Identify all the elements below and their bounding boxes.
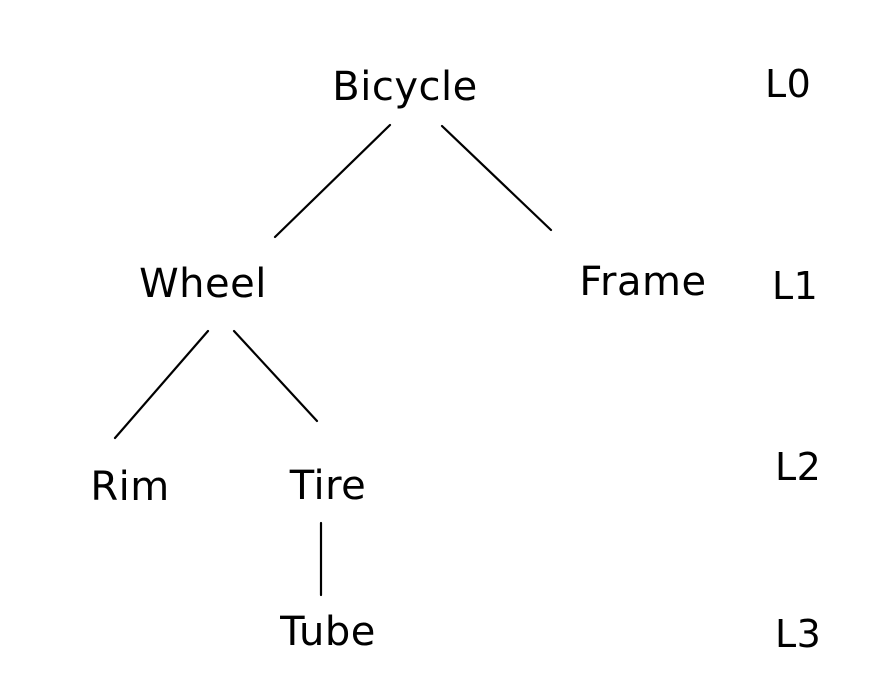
- level-label-l2: L2: [775, 448, 821, 516]
- edge-wheel-tire: [232, 329, 319, 423]
- edge-bicycle-wheel: [273, 123, 392, 239]
- node-rim-label: Rim: [90, 463, 170, 510]
- node-wheel[interactable]: Wheel: [139, 264, 267, 335]
- node-tire[interactable]: Tire: [290, 466, 367, 537]
- node-tube-label: Tube: [280, 608, 376, 655]
- node-frame-label: Frame: [579, 258, 707, 305]
- edge-bicycle-frame: [440, 124, 553, 232]
- level-label-l2-text: L2: [775, 445, 822, 490]
- level-label-l0: L0: [765, 65, 811, 133]
- level-label-l1: L1: [772, 267, 818, 335]
- node-wheel-label: Wheel: [139, 260, 267, 307]
- node-tire-label: Tire: [289, 462, 367, 509]
- node-rim[interactable]: Rim: [90, 467, 169, 538]
- level-label-l3-text: L3: [775, 612, 822, 657]
- edge-wheel-rim: [113, 329, 210, 440]
- level-label-l1-text: L1: [772, 264, 819, 309]
- level-label-l0-text: L0: [765, 62, 812, 107]
- node-tube[interactable]: Tube: [280, 612, 376, 683]
- node-frame[interactable]: Frame: [579, 262, 706, 333]
- node-bicycle-label: Bicycle: [332, 63, 478, 110]
- node-bicycle[interactable]: Bicycle: [332, 67, 477, 138]
- level-label-l3: L3: [775, 615, 821, 683]
